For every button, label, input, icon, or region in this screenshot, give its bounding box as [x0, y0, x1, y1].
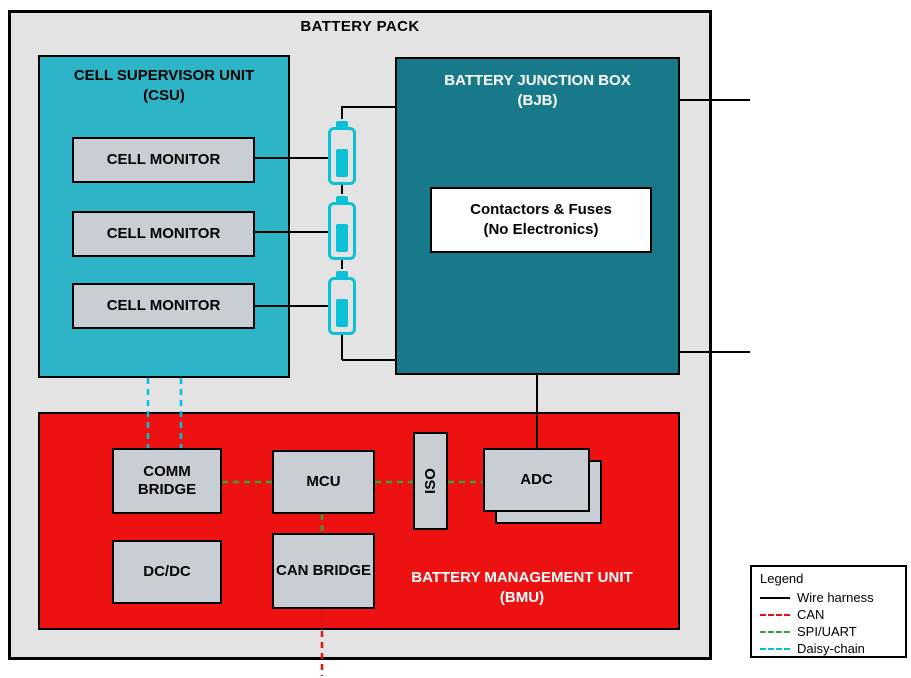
- contactors-fuses-line1: Contactors & Fuses: [470, 200, 612, 218]
- battery-fill-icon: [336, 149, 348, 177]
- bjb-box: BATTERY JUNCTION BOX (BJB) Contactors & …: [395, 57, 680, 375]
- bmu-title-line1: BATTERY MANAGEMENT UNIT: [411, 569, 633, 586]
- comm-bridge-block: COMM BRIDGE: [112, 448, 222, 514]
- daisy-chain-swatch-icon: [760, 647, 790, 650]
- battery-cell-icon: [328, 271, 356, 335]
- csu-title: CELL SUPERVISOR UNIT (CSU): [40, 57, 288, 105]
- battery-cell-icon: [328, 121, 356, 185]
- legend-label: CAN: [797, 607, 825, 622]
- can-bridge-block: CAN BRIDGE: [272, 533, 375, 609]
- battery-cell-icon: [328, 196, 356, 260]
- spi-uart-swatch-icon: [760, 630, 790, 633]
- csu-title-line2: (CSU): [143, 86, 185, 104]
- csu-title-line1: CELL SUPERVISOR UNIT: [73, 67, 255, 84]
- bjb-title: BATTERY JUNCTION BOX (BJB): [397, 59, 678, 112]
- battery-fill-icon: [336, 299, 348, 327]
- iso-label: ISO: [421, 468, 439, 494]
- cell-monitor-2: CELL MONITOR: [72, 211, 255, 257]
- legend-label: Wire harness: [797, 590, 874, 605]
- wire-harness-swatch-icon: [760, 596, 790, 599]
- legend-row-daisy-chain: Daisy-chain: [760, 640, 897, 657]
- battery-cap-icon: [336, 271, 348, 277]
- legend-row-spi-uart: SPI/UART: [760, 623, 897, 640]
- contactors-fuses-box: Contactors & Fuses (No Electronics): [430, 187, 652, 253]
- battery-cap-icon: [336, 121, 348, 127]
- legend-label: Daisy-chain: [797, 641, 865, 656]
- dcdc-block: DC/DC: [112, 540, 222, 604]
- battery-pack-title: BATTERY PACK: [300, 18, 420, 35]
- battery-fill-icon: [336, 224, 348, 252]
- mcu-block: MCU: [272, 450, 375, 514]
- legend-row-can: CAN: [760, 606, 897, 623]
- battery-cap-icon: [336, 196, 348, 202]
- bmu-title: BATTERY MANAGEMENT UNIT (BMU): [372, 568, 672, 609]
- bjb-title-line1: BATTERY JUNCTION BOX: [444, 72, 631, 89]
- bmu-title-line2: (BMU): [499, 589, 545, 607]
- legend-title: Legend: [760, 571, 804, 586]
- contactors-fuses-line2: (No Electronics): [483, 221, 599, 238]
- adc-block: ADC: [483, 448, 590, 512]
- legend-label: SPI/UART: [797, 624, 857, 639]
- can-swatch-icon: [760, 613, 790, 616]
- cell-monitor-1: CELL MONITOR: [72, 137, 255, 183]
- cell-monitor-3: CELL MONITOR: [72, 283, 255, 329]
- bjb-title-line2: (BJB): [517, 92, 558, 110]
- legend-box: Legend Wire harness CAN SPI/UART Daisy-c…: [750, 565, 907, 658]
- legend-row-wire-harness: Wire harness: [760, 589, 897, 606]
- iso-block: ISO: [413, 432, 448, 530]
